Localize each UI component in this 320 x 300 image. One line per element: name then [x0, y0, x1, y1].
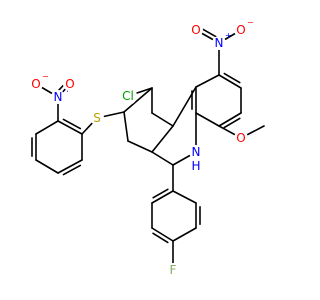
bond-f4-f5 — [172, 227, 197, 242]
atom-label: H — [191, 159, 200, 173]
atom-label: N — [215, 36, 224, 50]
atom-background — [234, 131, 248, 145]
bond-c9b-c9a — [151, 112, 174, 127]
bond-b2-b3 — [35, 120, 59, 135]
atom-background — [63, 77, 77, 91]
bond-b1-b2 — [62, 118, 82, 130]
atom-label: O — [31, 77, 40, 91]
atom-charge: − — [247, 18, 254, 27]
atom-label: F — [170, 263, 177, 277]
atom-label: S — [93, 111, 101, 125]
atom-background — [189, 23, 203, 37]
bond-b1-b2 — [57, 120, 83, 135]
atom-label: N — [192, 145, 201, 159]
atom-charge: + — [225, 31, 232, 40]
atom-background — [234, 23, 248, 37]
atom-label: O — [236, 131, 245, 145]
atom-f_fluoro: F — [166, 263, 180, 277]
atom-n_amine: N — [189, 145, 203, 159]
atom-background — [119, 87, 137, 105]
bond-a2-a3 — [223, 72, 241, 84]
atom-s_thio: S — [90, 111, 104, 125]
atom-label: Cl — [122, 89, 134, 103]
bond-a5-a6 — [195, 112, 220, 127]
atom-label: O — [65, 77, 74, 91]
atom-background — [29, 77, 43, 91]
atom-background — [189, 159, 203, 173]
bond-n2-o2a — [200, 27, 219, 39]
atom-background — [166, 263, 180, 277]
atom-label: O — [236, 23, 245, 37]
atom-charge: − — [42, 72, 49, 81]
atom-o_nitro_left_bottom: O — [63, 77, 77, 91]
atom-cl: Cl — [119, 87, 137, 105]
bond-f3-f4 — [152, 232, 169, 244]
bond-c1-c2 — [123, 87, 153, 113]
bond-a4-a5 — [218, 112, 242, 127]
bond-c3-c3a — [127, 140, 153, 153]
atom-o_nitro_left_top: O− — [29, 72, 49, 91]
atom-background — [51, 90, 65, 104]
atom-label: N — [54, 90, 63, 104]
bond-c9b-a1 — [172, 86, 197, 127]
atom-h_amine: H — [189, 159, 203, 173]
bond-a1-a2 — [195, 74, 220, 88]
bond-b5-b6 — [57, 159, 83, 174]
bond-f1-f2 — [151, 190, 174, 204]
atom-background — [90, 111, 104, 125]
bond-c3a-c9b — [151, 125, 174, 153]
bond-f3-f4 — [151, 227, 174, 242]
atom-o_nitro_top_right: O− — [234, 18, 254, 37]
bond-f1-f2 — [152, 188, 169, 199]
bond-a4-a5 — [223, 117, 241, 129]
atom-background — [212, 36, 226, 50]
bond-c2-c3 — [123, 111, 129, 142]
bond-c4-c3a — [151, 151, 174, 166]
atom-o_nitro_top_left: O — [189, 23, 203, 37]
bond-b4-b5 — [35, 159, 59, 174]
atom-label: O — [191, 23, 200, 37]
atom-n_nitro_top: N+ — [212, 31, 232, 50]
atom-background — [189, 145, 203, 159]
bond-layer — [31, 27, 265, 271]
bond-b5-b6 — [62, 164, 82, 176]
atom-o_methoxy: O — [234, 131, 248, 145]
bond-f6-f1 — [172, 190, 197, 204]
bond-a2-a3 — [218, 74, 242, 89]
